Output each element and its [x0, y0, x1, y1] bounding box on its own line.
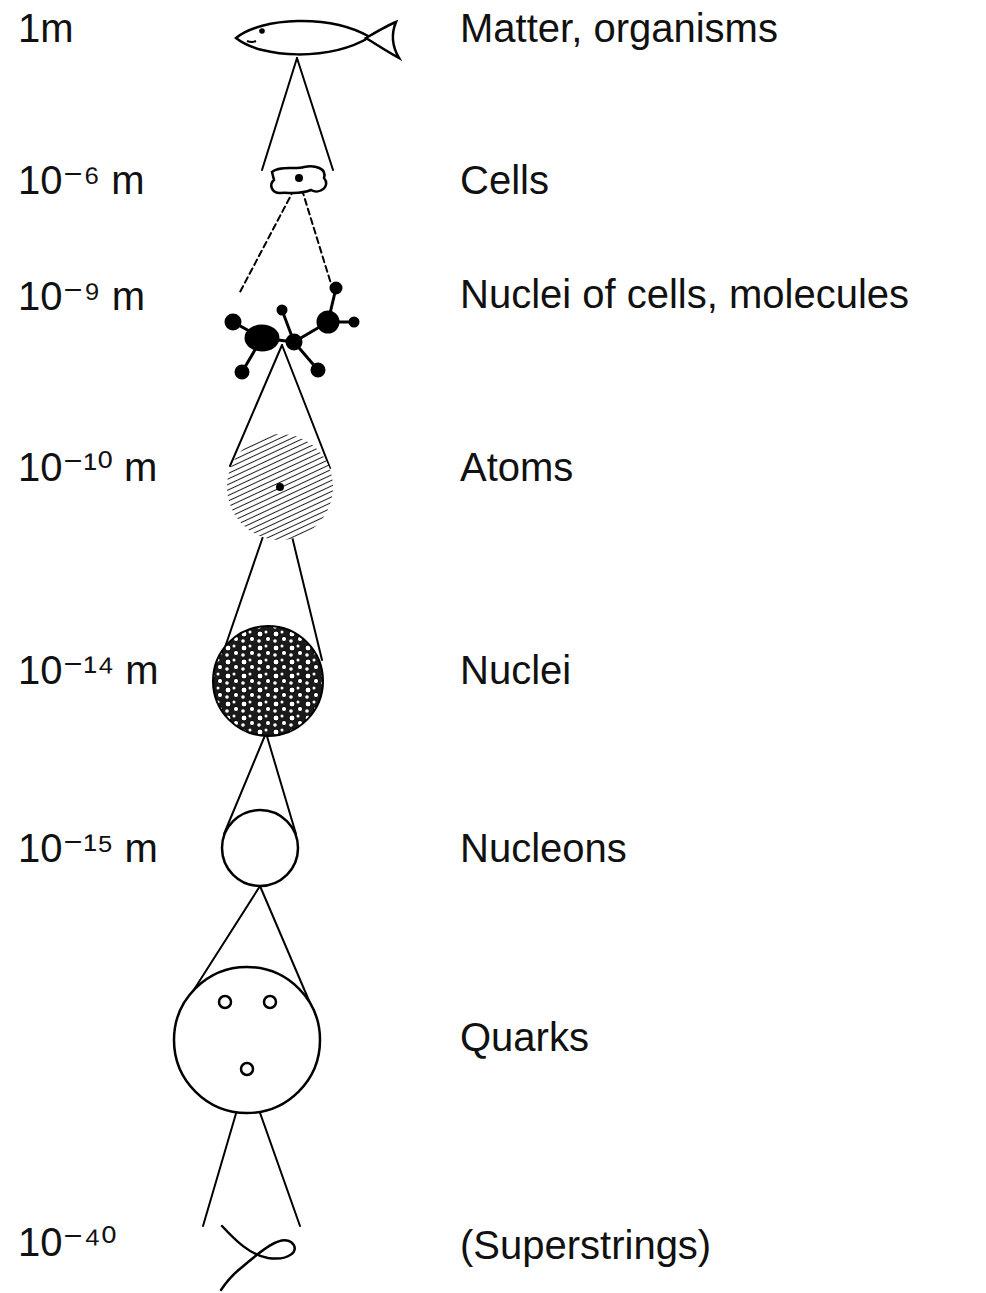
molecule-drawing — [350, 318, 358, 326]
cell-drawing — [271, 166, 326, 193]
scale-value: 1m — [18, 5, 74, 51]
level-name: Nuclei of cells, molecules — [460, 271, 909, 317]
level-name: Quarks — [460, 1014, 589, 1060]
molecule-drawing — [226, 283, 358, 378]
superstring-drawing — [221, 1226, 295, 1290]
atom-drawing — [276, 483, 284, 491]
molecule-drawing — [312, 364, 324, 376]
molecule-drawing — [287, 335, 301, 349]
quark-drawing — [264, 996, 276, 1008]
molecule-drawing — [278, 306, 286, 314]
quark-drawing — [241, 1063, 253, 1075]
quark-drawing — [174, 967, 320, 1113]
zoom-lines — [240, 180, 299, 292]
nucleus-drawing — [213, 626, 323, 736]
molecule-drawing — [331, 283, 341, 293]
level-name: (Superstrings) — [460, 1222, 711, 1268]
zoom-lines — [299, 180, 332, 287]
cell-drawing — [271, 166, 326, 193]
superstring-drawing — [221, 1226, 295, 1290]
molecule-drawing — [318, 312, 338, 332]
level-name: Nucleons — [460, 825, 627, 871]
scale-value: 10⁻⁴⁰ — [18, 1219, 117, 1265]
level-name: Nuclei — [460, 647, 571, 693]
quark-drawing — [219, 996, 231, 1008]
fish-drawing — [247, 41, 256, 42]
atom-drawing — [227, 434, 333, 540]
nucleon-drawing — [222, 810, 298, 886]
scale-value: 10⁻¹⁵ m — [18, 825, 158, 871]
quark-drawing — [174, 967, 320, 1113]
scale-value: 10⁻⁹ m — [18, 273, 145, 319]
nucleon-drawing — [222, 810, 298, 886]
zoom-lines — [297, 58, 333, 170]
fish-drawing — [236, 21, 370, 54]
level-name: Matter, organisms — [460, 5, 778, 51]
fish-drawing — [236, 21, 399, 58]
cell-drawing — [295, 174, 303, 182]
fish-drawing — [366, 22, 399, 58]
fish-drawing — [259, 28, 265, 34]
scale-value: 10⁻¹⁰ m — [18, 444, 157, 490]
nucleus-drawing — [213, 626, 323, 736]
zoom-lines — [262, 58, 297, 170]
scale-value: 10⁻¹⁴ m — [18, 647, 159, 693]
atom-drawing — [227, 434, 333, 540]
molecule-drawing — [246, 326, 278, 350]
molecule-drawing — [236, 366, 248, 378]
molecule-drawing — [226, 315, 240, 329]
level-name: Atoms — [460, 444, 573, 490]
scale-value: 10⁻⁶ m — [18, 157, 145, 203]
level-name: Cells — [460, 157, 549, 203]
